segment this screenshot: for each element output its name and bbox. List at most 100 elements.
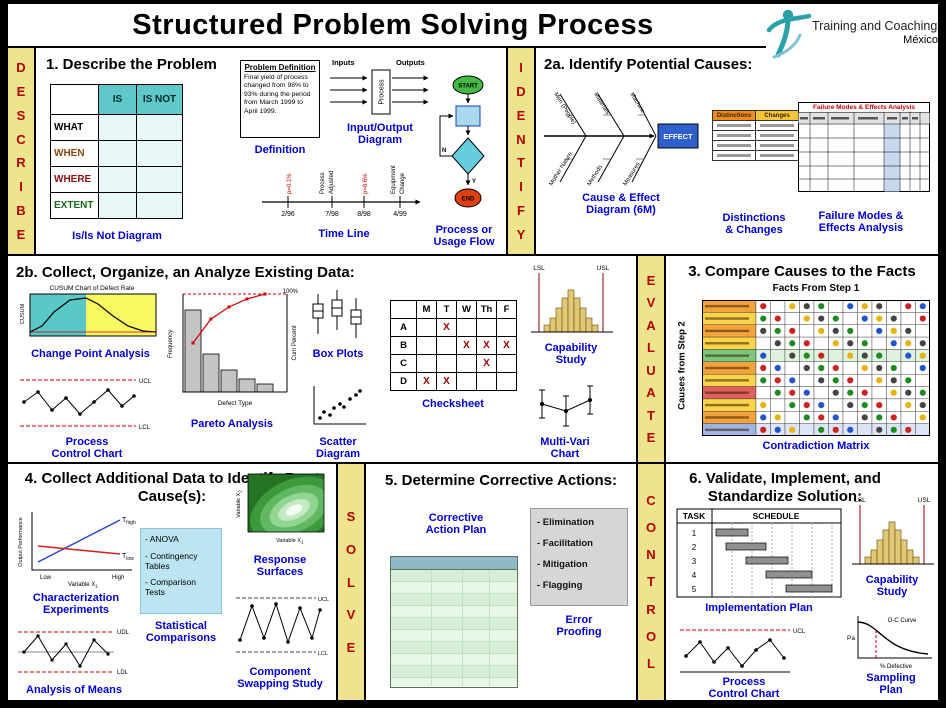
end-node xyxy=(454,188,482,208)
matrix-label: Contradiction Matrix xyxy=(762,440,870,452)
band-letter: O xyxy=(645,628,657,644)
matrix-dot xyxy=(803,340,810,347)
fishbone-subticks xyxy=(565,114,646,160)
task-header: TASK xyxy=(683,511,706,521)
isnot-header: IS NOT xyxy=(136,84,183,115)
checksheet-cell: X xyxy=(496,336,517,355)
band-letter: R xyxy=(646,601,656,617)
matrix-dot xyxy=(832,426,839,433)
band-letter: D xyxy=(516,83,526,99)
checksheet-cell xyxy=(496,354,517,373)
matrix-row-text xyxy=(705,366,749,370)
pareto-bars xyxy=(184,309,274,393)
matrix-cell xyxy=(842,361,858,375)
band-letter: N xyxy=(646,547,656,563)
matrix-cell xyxy=(857,324,873,338)
section3-heading: 3. Compare Causes to the Facts xyxy=(688,263,916,280)
anom-label: Analysis of Means xyxy=(26,684,122,696)
matrix-cell xyxy=(813,336,829,350)
band-letter: E xyxy=(516,107,526,123)
matrix-dot xyxy=(847,303,854,310)
row-what: WHAT xyxy=(50,114,99,141)
pareto-cum-points xyxy=(191,292,267,345)
gantt-task: 1 xyxy=(692,529,697,538)
ucl-label: UCL xyxy=(793,629,806,635)
band-letter: A xyxy=(646,317,656,333)
checksheet-cell: X xyxy=(476,336,497,355)
matrix-dot xyxy=(905,426,912,433)
matrix-dot xyxy=(861,414,868,421)
matrix-cell xyxy=(755,336,771,350)
band-letter: A xyxy=(646,385,656,401)
checksheet-cell xyxy=(496,318,517,337)
char-x-label: Variable X1 xyxy=(68,582,98,588)
fmea-grid xyxy=(798,112,930,193)
control-chart-points xyxy=(22,388,136,416)
char-y-label: Output Performance xyxy=(18,517,24,567)
timeline-diagram: p=0.1% Process Adjusted p=8.6% Equipment… xyxy=(262,165,421,218)
checksheet-cell: X xyxy=(436,318,457,337)
lcl-label: LCL xyxy=(139,425,151,431)
flow-step-box xyxy=(455,105,481,127)
matrix-cell xyxy=(828,300,844,313)
band-letter: C xyxy=(16,131,26,147)
checksheet-header-cell: C xyxy=(390,354,417,373)
bone-label: Materials xyxy=(592,92,610,116)
matrix-dot xyxy=(847,377,854,384)
timeline-annotation: p=8.6% xyxy=(363,173,369,194)
sampling-x-label: % Defective xyxy=(880,664,913,670)
matrix-dot xyxy=(890,364,897,372)
band-letter: S xyxy=(16,107,26,123)
box-plot-glyphs xyxy=(312,290,362,338)
band-letter: N xyxy=(516,131,526,147)
matrix-dot xyxy=(847,327,854,335)
timeline-date: 7/98 xyxy=(325,211,339,218)
section2a-heading: 2a. Identify Potential Causes: xyxy=(544,56,753,73)
checksheet-cell xyxy=(456,354,477,373)
matrix-dot xyxy=(890,327,897,335)
matrix-dot xyxy=(847,340,854,347)
lsl-label: LSL xyxy=(533,265,545,272)
matrix-dot xyxy=(803,315,810,322)
pareto-100pct: 100% xyxy=(283,289,299,295)
matrix-dot xyxy=(832,377,839,384)
box-plots xyxy=(312,290,362,338)
matrix-dot xyxy=(789,401,796,409)
definition-box-title: Problem Definition xyxy=(244,63,316,72)
matrix-dot xyxy=(760,426,767,433)
row-where: WHERE xyxy=(50,166,99,193)
matrix-dot xyxy=(789,303,796,310)
matrix-row-text xyxy=(705,428,749,432)
band-letter: V xyxy=(646,295,656,311)
matrix-dot xyxy=(803,352,810,359)
ucl-label: UCL xyxy=(318,597,329,603)
analysis-of-means-chart: UDL LDL xyxy=(18,630,130,676)
section-3-compare-causes: 3. Compare Causes to the Facts Facts Fro… xyxy=(666,256,938,462)
matrix-dot xyxy=(832,340,839,347)
pareto-x-label: Defect Type xyxy=(218,400,253,407)
matrix-dot xyxy=(789,327,796,335)
matrix-dot xyxy=(832,389,839,396)
band-letter: T xyxy=(647,574,655,590)
contradiction-matrix-graphic xyxy=(702,300,930,436)
timeline-annotation: p=0.1% xyxy=(287,173,293,194)
matrix-dot xyxy=(789,377,796,384)
timeline-annotation: Adjusted xyxy=(329,171,335,194)
matrix-dot xyxy=(890,377,897,384)
histogram-bars xyxy=(543,289,599,333)
matrix-dot xyxy=(905,389,912,396)
matrix-cell xyxy=(871,386,887,400)
fmea-title: Failure Modes & Effects Analysis xyxy=(798,102,930,113)
matrix-cell xyxy=(886,300,902,313)
list-item: - ANOVA xyxy=(145,534,179,544)
matrix-dot xyxy=(803,414,810,421)
band-letter: F xyxy=(517,203,525,219)
t-low-label: Tlow xyxy=(122,553,134,562)
section2b-heading: 2b. Collect, Organize, an Analyze Existi… xyxy=(16,264,355,281)
matrix-dot xyxy=(861,340,868,347)
matrix-dot xyxy=(789,389,796,396)
band-letter: U xyxy=(646,362,656,378)
